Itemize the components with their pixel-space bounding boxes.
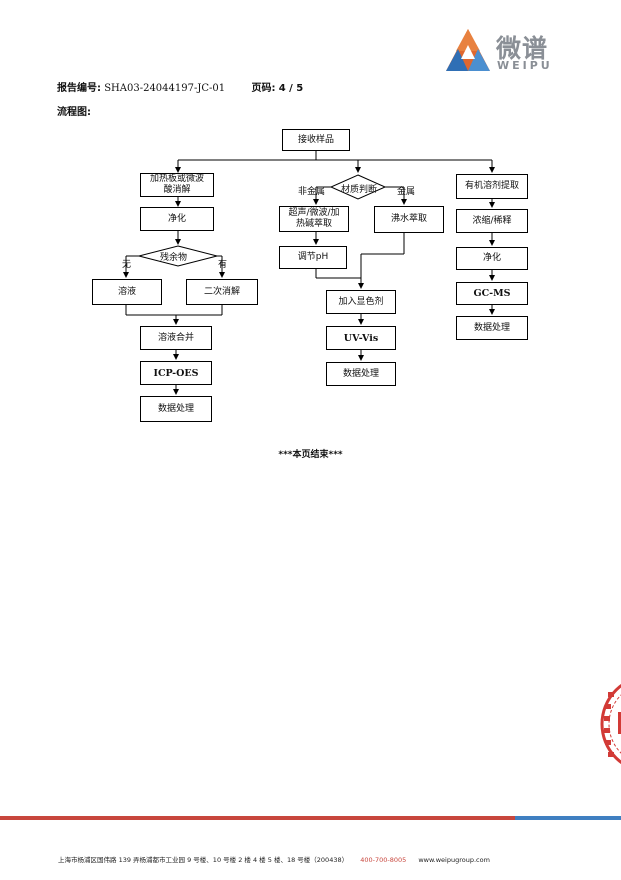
flow-right-purify: 净化 xyxy=(456,247,528,270)
page-label: 页码: xyxy=(251,83,276,94)
footer-red-bar xyxy=(0,816,515,820)
flow-ultrasonic-line2: 热碱萃取 xyxy=(295,219,332,229)
flow-gc-ms: GC-MS xyxy=(456,282,528,305)
flow-receive-sample: 接收样品 xyxy=(282,129,350,151)
footer-website: www.weipugroup.com xyxy=(418,856,490,864)
flow-solution-merge: 溶液合并 xyxy=(140,326,212,350)
flow-ultrasonic-line1: 超声/微波/加 xyxy=(288,208,340,218)
flow-second-digest: 二次消解 xyxy=(186,279,258,305)
report-number-label: 报告编号: xyxy=(57,83,101,94)
official-seal-icon xyxy=(600,683,621,765)
residue-diamond xyxy=(138,245,218,267)
flow-material-label: 材质判断 xyxy=(341,185,378,195)
flow-no-label: 无 xyxy=(122,260,132,270)
footer-phone: 400-700-8005 xyxy=(360,856,407,864)
flow-left-data: 数据处理 xyxy=(140,396,212,422)
flow-right-data: 数据处理 xyxy=(456,316,528,340)
weipu-logo-icon xyxy=(446,29,490,71)
logo-chinese-text: 微谱 xyxy=(496,34,549,63)
flow-metal-label: 金属 xyxy=(397,187,416,197)
flow-digest-box: 加热板或微波 酸消解 xyxy=(140,173,214,197)
flow-digest-line1: 加热板或微波 xyxy=(149,174,204,184)
flow-residue-label: 残余物 xyxy=(160,253,188,263)
flow-solvent-extract: 有机溶剂提取 xyxy=(456,174,528,199)
footer-blue-bar xyxy=(515,816,621,820)
report-meta: 报告编号: SHA03-24044197-JC-01 页码: 4 / 5 xyxy=(57,79,303,94)
flow-ultrasonic-box: 超声/微波/加 热碱萃取 xyxy=(279,206,349,232)
flow-left-purify: 净化 xyxy=(140,207,214,231)
page-end-text: ***本页结束*** xyxy=(278,450,343,460)
logo-english-text: WEIPU xyxy=(497,59,553,72)
report-number-value: SHA03-24044197-JC-01 xyxy=(104,83,226,94)
flow-adjust-ph: 调节pH xyxy=(279,246,347,269)
material-diamond xyxy=(329,174,387,200)
flow-yes-label: 有 xyxy=(218,260,228,270)
page-number: 4 / 5 xyxy=(278,83,304,94)
company-logo: 微谱 WEIPU xyxy=(444,27,564,73)
flow-solution: 溶液 xyxy=(92,279,162,305)
flow-concentrate: 浓缩/稀释 xyxy=(456,209,528,233)
flow-add-color: 加入显色剂 xyxy=(326,290,396,314)
flow-nonmetal-label: 非金属 xyxy=(298,187,326,197)
flow-middle-data: 数据处理 xyxy=(326,362,396,386)
flow-digest-line2: 酸消解 xyxy=(163,185,191,195)
flow-icp-oes: ICP-OES xyxy=(140,361,212,385)
flowchart-title: 流程图: xyxy=(57,107,91,118)
footer-address: 上海市杨浦区国伟路 139 弄杨浦都市工业园 9 号楼、10 号楼 2 楼 4 … xyxy=(58,856,349,864)
flow-uv-vis: UV-Vis xyxy=(326,326,396,350)
flow-boil-extract: 沸水萃取 xyxy=(374,206,444,233)
footer-contact: 上海市杨浦区国伟路 139 弄杨浦都市工业园 9 号楼、10 号楼 2 楼 4 … xyxy=(58,854,490,864)
